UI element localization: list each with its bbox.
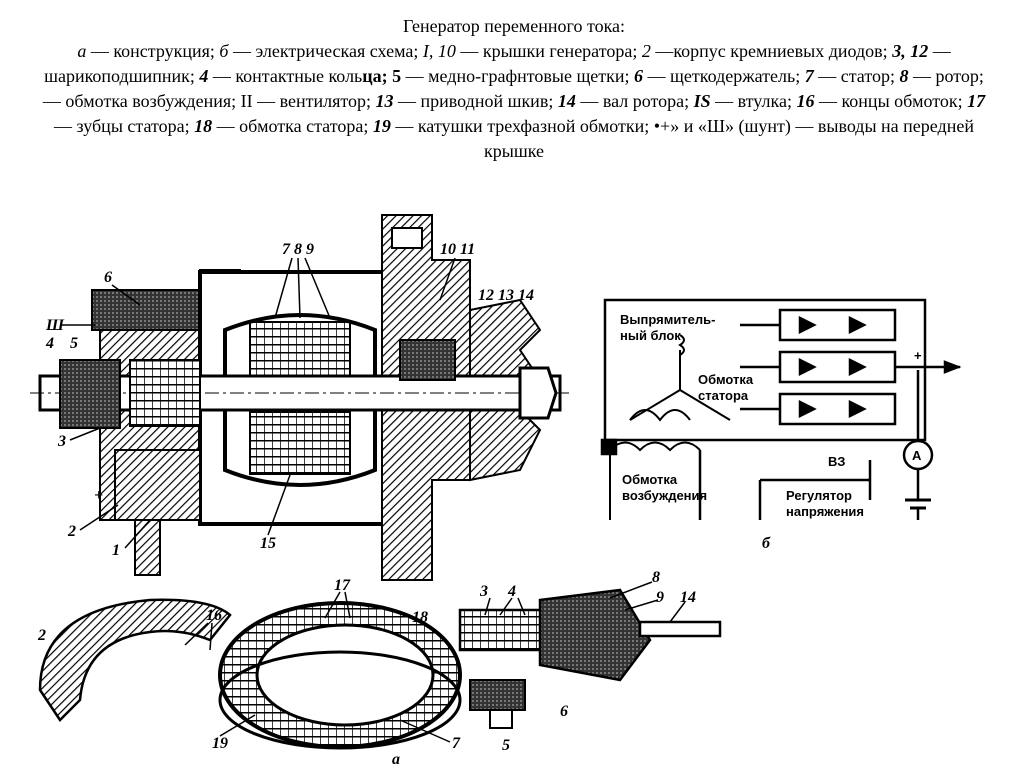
rotor-claws	[538, 588, 652, 682]
brush-holder	[91, 289, 213, 331]
label-789: 7 8 9	[282, 241, 314, 258]
caption-run: — конструкция;	[86, 41, 220, 61]
label-ex-4: 4	[507, 583, 516, 600]
caption-run: — медно-графнтовые щетки;	[401, 66, 635, 86]
label-ex-17: 17	[334, 577, 351, 594]
label-ex-9: 9	[656, 589, 664, 606]
caption-run: — концы обмоток;	[814, 91, 968, 111]
caption-run: I, 10	[422, 41, 456, 61]
caption-run: 6	[634, 66, 644, 86]
shaft-nut	[518, 366, 558, 420]
exploded-view: 2 16 17 18 19 7 3 4 8 9 14 6 5 а	[37, 569, 722, 768]
caption-body: а — конструкция; б — электрическая схема…	[36, 39, 992, 164]
caption-run: — втулка;	[710, 91, 797, 111]
caption-run: 5	[392, 66, 402, 86]
caption-run: 2	[641, 41, 651, 61]
label-2: 2	[67, 523, 76, 540]
label-6: 6	[104, 269, 112, 286]
stator-upper	[249, 321, 351, 385]
caption-run: — щеткодержатель;	[643, 66, 805, 86]
caption-run: —корпус кремниевых диодов;	[650, 41, 893, 61]
brush-holder-exploded	[469, 679, 526, 711]
label-regulator: Регулятор	[786, 488, 852, 503]
label-15: 15	[260, 535, 276, 552]
diode-housing	[114, 449, 201, 521]
caption-run: — приводной шкив;	[393, 91, 558, 111]
label-ex-2: 2	[37, 627, 46, 644]
label-ex-6: 6	[560, 703, 568, 720]
bearing-rear	[399, 339, 456, 381]
caption-run: IS	[693, 91, 711, 111]
label-ex-7: 7	[452, 735, 461, 752]
label-ex-19: 19	[212, 735, 228, 752]
rotor-shaft-exploded	[638, 620, 722, 638]
caption-run: — контактные коль	[208, 66, 363, 86]
stator-lower	[249, 411, 351, 475]
caption-run: — катушки трехфазной обмотки; •+» и «Ш» …	[390, 116, 974, 161]
label-1011: 10 11	[440, 241, 475, 258]
caption-run: 19	[372, 116, 391, 136]
label-stator: Обмотка	[698, 372, 754, 387]
schematic	[600, 298, 962, 520]
label-stator2: статора	[698, 388, 749, 403]
caption-run: — статор;	[813, 66, 900, 86]
caption-run: 18	[194, 116, 213, 136]
diode-rows	[778, 308, 897, 426]
label-rectifier: Выпрямитель-	[620, 312, 715, 327]
label-4: 4	[45, 335, 54, 352]
label-sh: Ш	[45, 317, 65, 334]
caption-run: 17	[967, 91, 986, 111]
label-1: 1	[112, 542, 120, 559]
caption-run: — вал ротора;	[575, 91, 694, 111]
caption-title: Генератор переменного тока:	[402, 16, 626, 36]
label-excitation2: возбуждения	[622, 488, 707, 503]
leader-lines	[62, 257, 456, 549]
diode-plate	[38, 598, 232, 722]
label-b: б	[762, 535, 771, 552]
caption-run: б	[219, 41, 229, 61]
label-ex-8: 8	[652, 569, 660, 586]
caption: Генератор переменного тока: а — конструк…	[36, 14, 992, 164]
cross-section: 6 Ш 4 5 3 + 2 1 7 8 9 10 11 12 13 14 15	[30, 214, 570, 581]
label-5: 5	[70, 335, 78, 352]
label-3: 3	[57, 433, 66, 450]
slip-rings	[129, 359, 201, 427]
label-ex-18: 18	[412, 609, 428, 626]
label-ex-a: а	[392, 751, 400, 768]
label-ex-5: 5	[502, 737, 510, 754]
caption-run: 16	[796, 91, 815, 111]
caption-run: — зубцы статора;	[54, 116, 195, 136]
label-121314: 12 13 14	[478, 287, 534, 304]
label-ex-3: 3	[479, 583, 488, 600]
caption-run: 7	[804, 66, 814, 86]
label-rectifier2: ный блок	[620, 328, 681, 343]
schematic-labels: Выпрямитель- ный блок Обмотка статора Об…	[620, 312, 922, 552]
caption-run: 4	[199, 66, 209, 86]
rectifier-frame	[603, 298, 927, 442]
caption-run: а	[77, 41, 87, 61]
exploded-leaders	[184, 581, 686, 743]
caption-run: — электрическая схема;	[228, 41, 423, 61]
label-ammeter: А	[912, 448, 922, 463]
label-ex-16: 16	[206, 607, 222, 624]
label-plus-terminal: +	[914, 348, 922, 363]
bearing-front	[59, 359, 121, 429]
caption-run: 14	[557, 91, 576, 111]
caption-run: 8	[899, 66, 909, 86]
caption-run: — ротор; — обмотка возбуждения; II — вен…	[42, 66, 984, 111]
flange-top	[391, 227, 423, 249]
label-vz: ВЗ	[828, 454, 845, 469]
caption-run: 13	[375, 91, 394, 111]
label-excitation: Обмотка	[622, 472, 678, 487]
caption-run: ца;	[362, 66, 388, 86]
caption-run: — шарикоподшипник;	[44, 41, 951, 86]
caption-run: — крышки генератора;	[455, 41, 642, 61]
label-ex-14: 14	[680, 589, 696, 606]
label-regulator2: напряжения	[786, 504, 864, 519]
label-plus: +	[94, 487, 103, 504]
caption-run: — обмотка статора;	[212, 116, 373, 136]
caption-run: 3, 12	[892, 41, 929, 61]
